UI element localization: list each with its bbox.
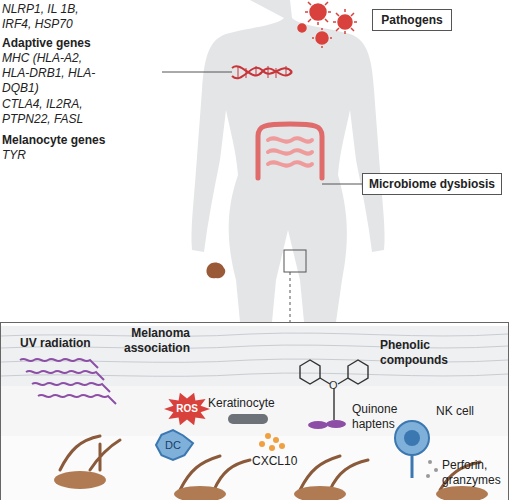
- text-label: Quinone haptens: [352, 402, 422, 432]
- text-label: NK cell: [436, 404, 496, 419]
- factor-box: Pathogens: [372, 9, 452, 31]
- skin-layers: [1, 326, 508, 500]
- text-label: Phenolic compounds: [380, 338, 460, 368]
- node-text: Microbiome dysbiosis: [369, 177, 495, 191]
- dendritic-cell: DC: [150, 428, 196, 462]
- text-label: NLRP1, IL 1B, IRF4, HSP70: [2, 2, 92, 32]
- ros-burst: ROS: [164, 392, 210, 426]
- oxygen-atom: O: [329, 379, 338, 391]
- text-label: CXCL10: [252, 454, 312, 469]
- text-label: Keratinocyte: [208, 396, 298, 411]
- node-text: Pathogens: [381, 13, 442, 27]
- burst-fill: [164, 393, 210, 425]
- skin-panel: [1, 323, 509, 500]
- text-label: TYR: [2, 148, 62, 163]
- dc-fill: [156, 430, 193, 460]
- text-label: UV radiation: [20, 336, 120, 351]
- text-label: CTLA4, IL2RA, PTPN22, FASL: [2, 97, 102, 127]
- dashed-leader: [290, 272, 291, 322]
- text-label: Perforin, granzymes: [442, 458, 506, 488]
- text-label: Adaptive genes: [2, 36, 122, 51]
- leader-line: [322, 184, 362, 185]
- melanocytes: [60, 436, 480, 490]
- node-text: ROS: [176, 402, 198, 416]
- body-silhouette: [191, 0, 384, 322]
- nk-cell: [395, 421, 438, 478]
- factor-box: Microbiome dysbiosis: [362, 173, 502, 195]
- intestine: [258, 124, 322, 178]
- melanocyte-body: [54, 471, 488, 500]
- uv-waves: [20, 359, 116, 404]
- chemokine-dots: [259, 433, 285, 451]
- quinone-hapten: [308, 420, 346, 429]
- leader-line: [162, 72, 232, 73]
- virus-icons: [298, 0, 357, 48]
- inset-marker: [284, 250, 306, 272]
- text-label: MHC (HLA-A2, HLA-DRB1, HLA-DQB1): [2, 51, 102, 96]
- text-label: Melanoma association: [100, 326, 190, 356]
- node-text: DC: [165, 438, 181, 452]
- text-label: Melanocyte genes: [2, 133, 132, 148]
- melanoma-mole: [206, 262, 225, 278]
- keratinocyte-cell: [228, 414, 268, 424]
- dna-helix: [232, 66, 292, 78]
